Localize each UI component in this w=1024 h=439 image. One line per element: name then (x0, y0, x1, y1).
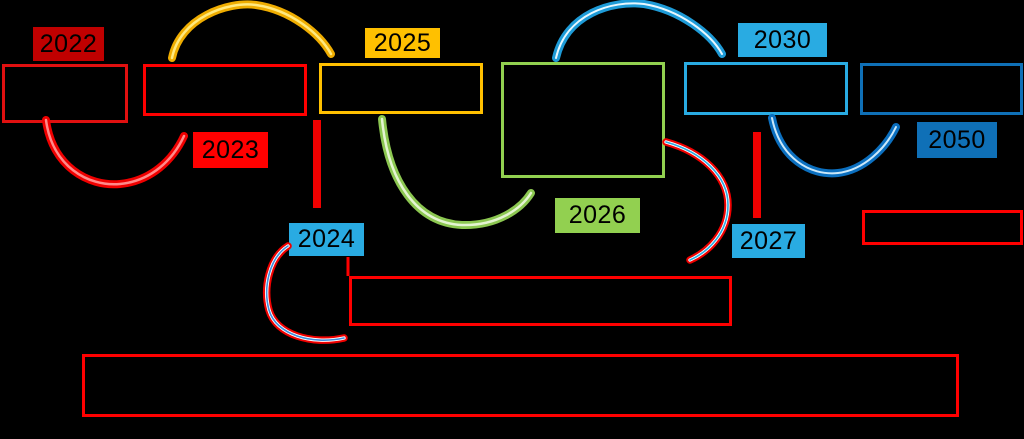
arrow-2022-to-2023 (42, 116, 188, 189)
arrow-2030-to-2050-highlight (771, 117, 897, 175)
year-label-2024: 2024 (289, 223, 364, 256)
stage-box-2023 (143, 64, 307, 116)
note-box-right (862, 210, 1023, 245)
year-label-2022: 2022 (33, 27, 104, 61)
stage-box-2026 (501, 62, 665, 178)
arrow-2024-to-bottom-note-mid (265, 244, 346, 342)
year-label-2025: 2025 (365, 28, 440, 58)
year-label-2026: 2026 (555, 198, 640, 233)
arrow-2030-to-2050 (768, 114, 900, 178)
arrow-2026-to-wide-note (662, 138, 732, 264)
note-box-wide (349, 276, 732, 326)
arrow-2022-to-2023-highlight (44, 118, 186, 186)
stage-box-2050 (860, 63, 1023, 115)
arrow-2023-to-2025-shaft (168, 0, 335, 62)
arrow-2030-to-2050-shaft (768, 114, 900, 178)
arrow-2024-to-bottom-note (263, 242, 348, 344)
arrow-2023-to-2025-highlight (170, 3, 333, 60)
arrow-2026-to-2030 (552, 0, 726, 62)
arrow-2022-to-2023-shaft (42, 116, 188, 189)
stage-box-2025 (319, 63, 483, 114)
year-label-2050: 2050 (917, 122, 997, 158)
arrow-2026-to-wide-note-mid (664, 140, 730, 262)
year-label-2030: 2030 (738, 23, 827, 57)
stage-box-2022 (2, 64, 128, 123)
year-label-2027: 2027 (732, 224, 805, 258)
arrow-2023-to-2025 (168, 0, 335, 62)
arrow-2026-to-wide-note-shaft (662, 138, 732, 264)
arrow-2026-to-2030-shaft (552, 0, 726, 62)
year-label-2023: 2023 (193, 132, 268, 168)
arrow-2026-to-wide-note-core (665, 141, 729, 261)
note-box-bottom (82, 354, 959, 417)
arrow-2024-to-bottom-note-core (265, 245, 345, 341)
arrow-2024-to-bottom-note-shaft (263, 242, 348, 344)
arrow-2026-to-2030-highlight (555, 2, 723, 59)
stage-box-2030 (684, 62, 848, 115)
